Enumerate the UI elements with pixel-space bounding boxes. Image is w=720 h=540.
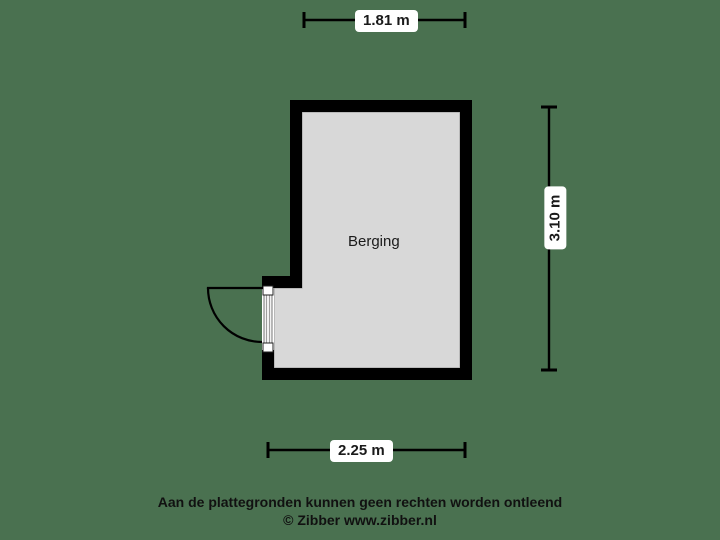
dimension-label-top: 1.81 m	[355, 10, 418, 32]
footer-line-copyright: © Zibber www.zibber.nl	[283, 512, 437, 528]
door-swing-arc	[206, 286, 264, 344]
dimension-label-right: 3.10 m	[544, 186, 567, 250]
dimension-label-bottom: 2.25 m	[330, 440, 393, 462]
door-leaf	[262, 285, 274, 353]
footer-line-disclaimer: Aan de plattegronden kunnen geen rechten…	[157, 494, 563, 510]
footer-disclaimer: Aan de plattegronden kunnen geen rechten…	[0, 493, 720, 529]
room-label-berging: Berging	[348, 233, 400, 250]
